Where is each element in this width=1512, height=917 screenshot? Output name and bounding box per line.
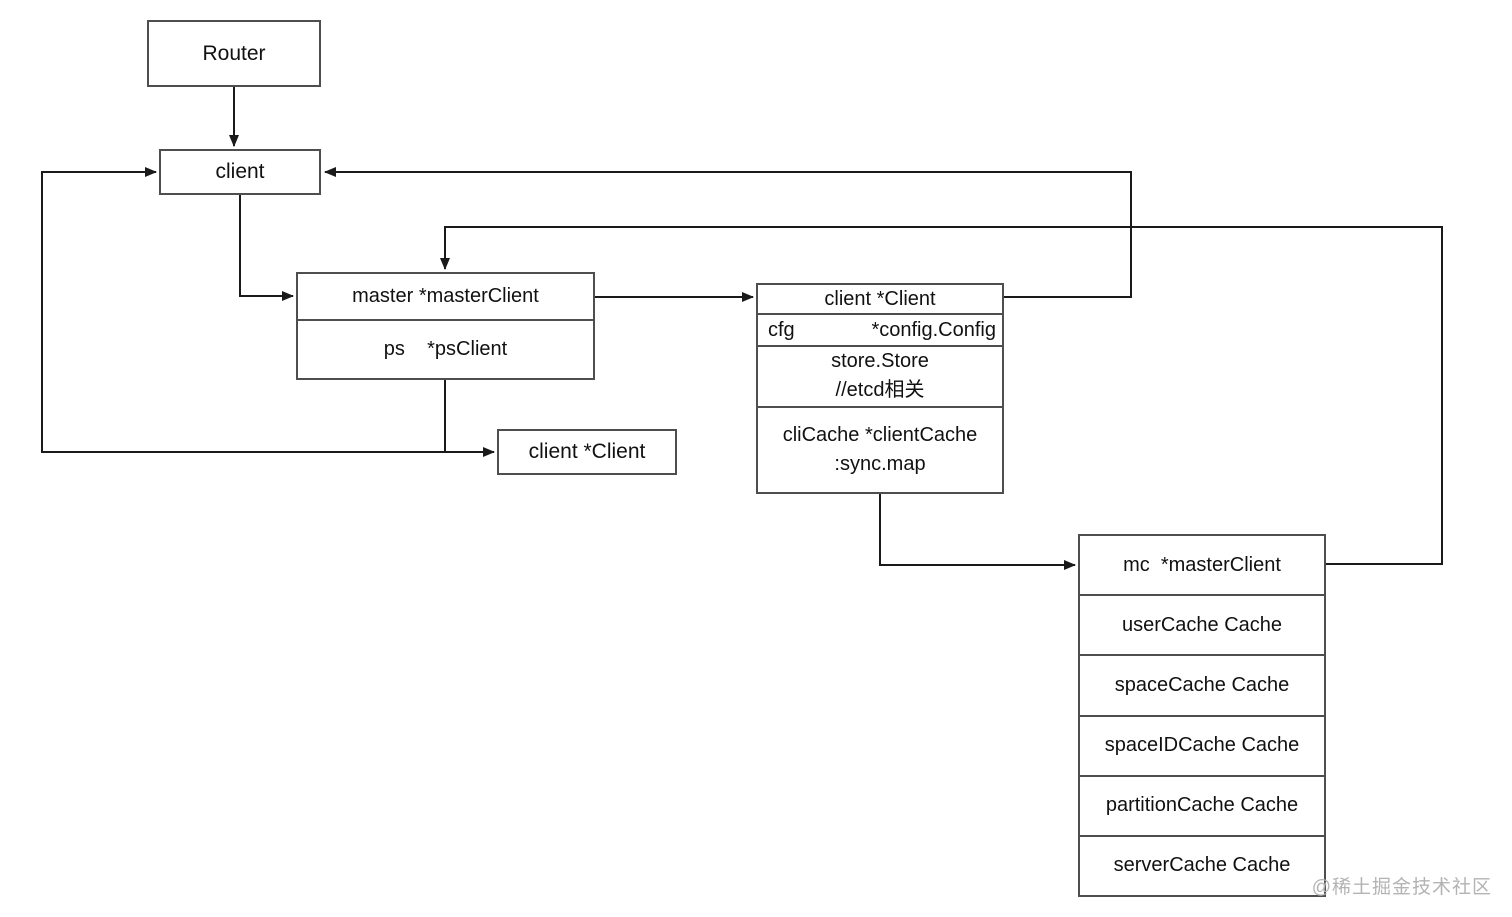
clicache-field-type: :sync.map	[834, 452, 926, 475]
node-client-struct: client *Client cfg *config.Config store.…	[756, 283, 1004, 494]
store-field-comment: //etcd相关	[835, 379, 925, 402]
node-router-label: Router	[202, 41, 266, 65]
node-master-struct: master *masterClient ps *psClient	[296, 272, 595, 380]
client-struct-field-clicache: cliCache *clientCache :sync.map	[758, 405, 1002, 492]
mc-struct-field-mc: mc *masterClient	[1123, 553, 1281, 576]
mc-struct-field-usercache: userCache Cache	[1080, 594, 1324, 654]
mc-struct-field-servercache: serverCache Cache	[1080, 834, 1324, 895]
master-struct-field-master: master *masterClient	[352, 285, 539, 308]
node-client-small: client *Client	[497, 429, 677, 475]
node-router: Router	[147, 20, 321, 87]
client-struct-field-cfg: cfg *config.Config	[758, 313, 1002, 344]
node-client: client	[159, 149, 321, 195]
store-field-type: store.Store	[831, 350, 929, 373]
edge-client-to-master	[239, 195, 294, 301]
cfg-field-type: *config.Config	[871, 318, 996, 341]
edge-ps-to-clientsmall	[444, 380, 495, 457]
node-client-small-label: client *Client	[528, 440, 646, 463]
master-struct-field-ps: ps *psClient	[298, 319, 593, 378]
cfg-field-name: cfg	[768, 318, 795, 341]
node-client-label: client	[215, 160, 265, 183]
node-mc-struct: mc *masterClient userCache Cache spaceCa…	[1078, 534, 1326, 897]
watermark-text: @稀土掘金技术社区	[1311, 877, 1492, 898]
edge-clientstruct-to-mc	[879, 494, 1076, 570]
mc-struct-field-partitioncache: partitionCache Cache	[1080, 774, 1324, 835]
client-struct-field-store: store.Store //etcd相关	[758, 344, 1002, 406]
mc-struct-field-spaceidcache: spaceIDCache Cache	[1080, 714, 1324, 775]
client-struct-header: client *Client	[824, 287, 936, 310]
clicache-field-decl: cliCache *clientCache	[782, 423, 978, 446]
mc-struct-field-spacecache: spaceCache Cache	[1080, 654, 1324, 714]
